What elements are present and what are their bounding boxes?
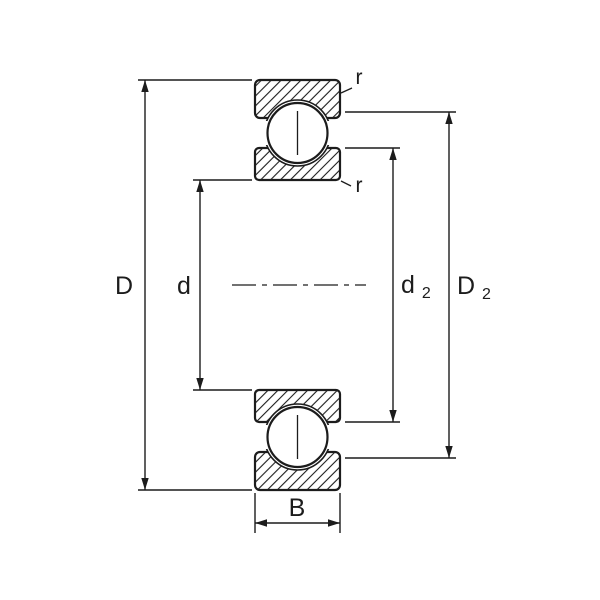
label-fillet-inner: r: [356, 174, 363, 197]
arrowhead-down-icon: [389, 410, 397, 422]
arrowhead-up-icon: [389, 148, 397, 160]
label-D2-base: D: [457, 272, 475, 300]
arrowhead-down-icon: [141, 478, 149, 490]
dimension-B: [254, 493, 341, 533]
label-outer-diameter: D: [115, 272, 133, 300]
fillet-callout-outer: [340, 87, 353, 94]
label-width: B: [289, 494, 306, 522]
arrowhead-up-icon: [141, 80, 149, 92]
label-bore-diameter: d: [177, 272, 191, 300]
arrowhead-left-icon: [255, 519, 267, 527]
label-fillet-outer: r: [356, 66, 363, 89]
dimension-D2: [345, 111, 456, 459]
label-d2-subscript: 2: [422, 285, 431, 302]
label-outer-shoulder-diameter: D 2: [457, 272, 491, 303]
centerlines: [232, 111, 366, 459]
leader-line: [340, 180, 352, 187]
label-D2-subscript: 2: [482, 286, 491, 303]
fillet-callout-inner: [340, 180, 352, 187]
label-d2-base: d: [401, 271, 415, 299]
arrowhead-down-icon: [445, 446, 453, 458]
arrowhead-down-icon: [196, 378, 204, 390]
arrowhead-right-icon: [328, 519, 340, 527]
dimension-d: [193, 179, 252, 391]
dimension-d2: [345, 147, 400, 423]
arrowhead-up-icon: [196, 180, 204, 192]
leader-line: [340, 87, 353, 94]
arrowhead-up-icon: [445, 112, 453, 124]
label-inner-shoulder-diameter: d 2: [401, 271, 431, 302]
dimension-D: [138, 79, 252, 491]
